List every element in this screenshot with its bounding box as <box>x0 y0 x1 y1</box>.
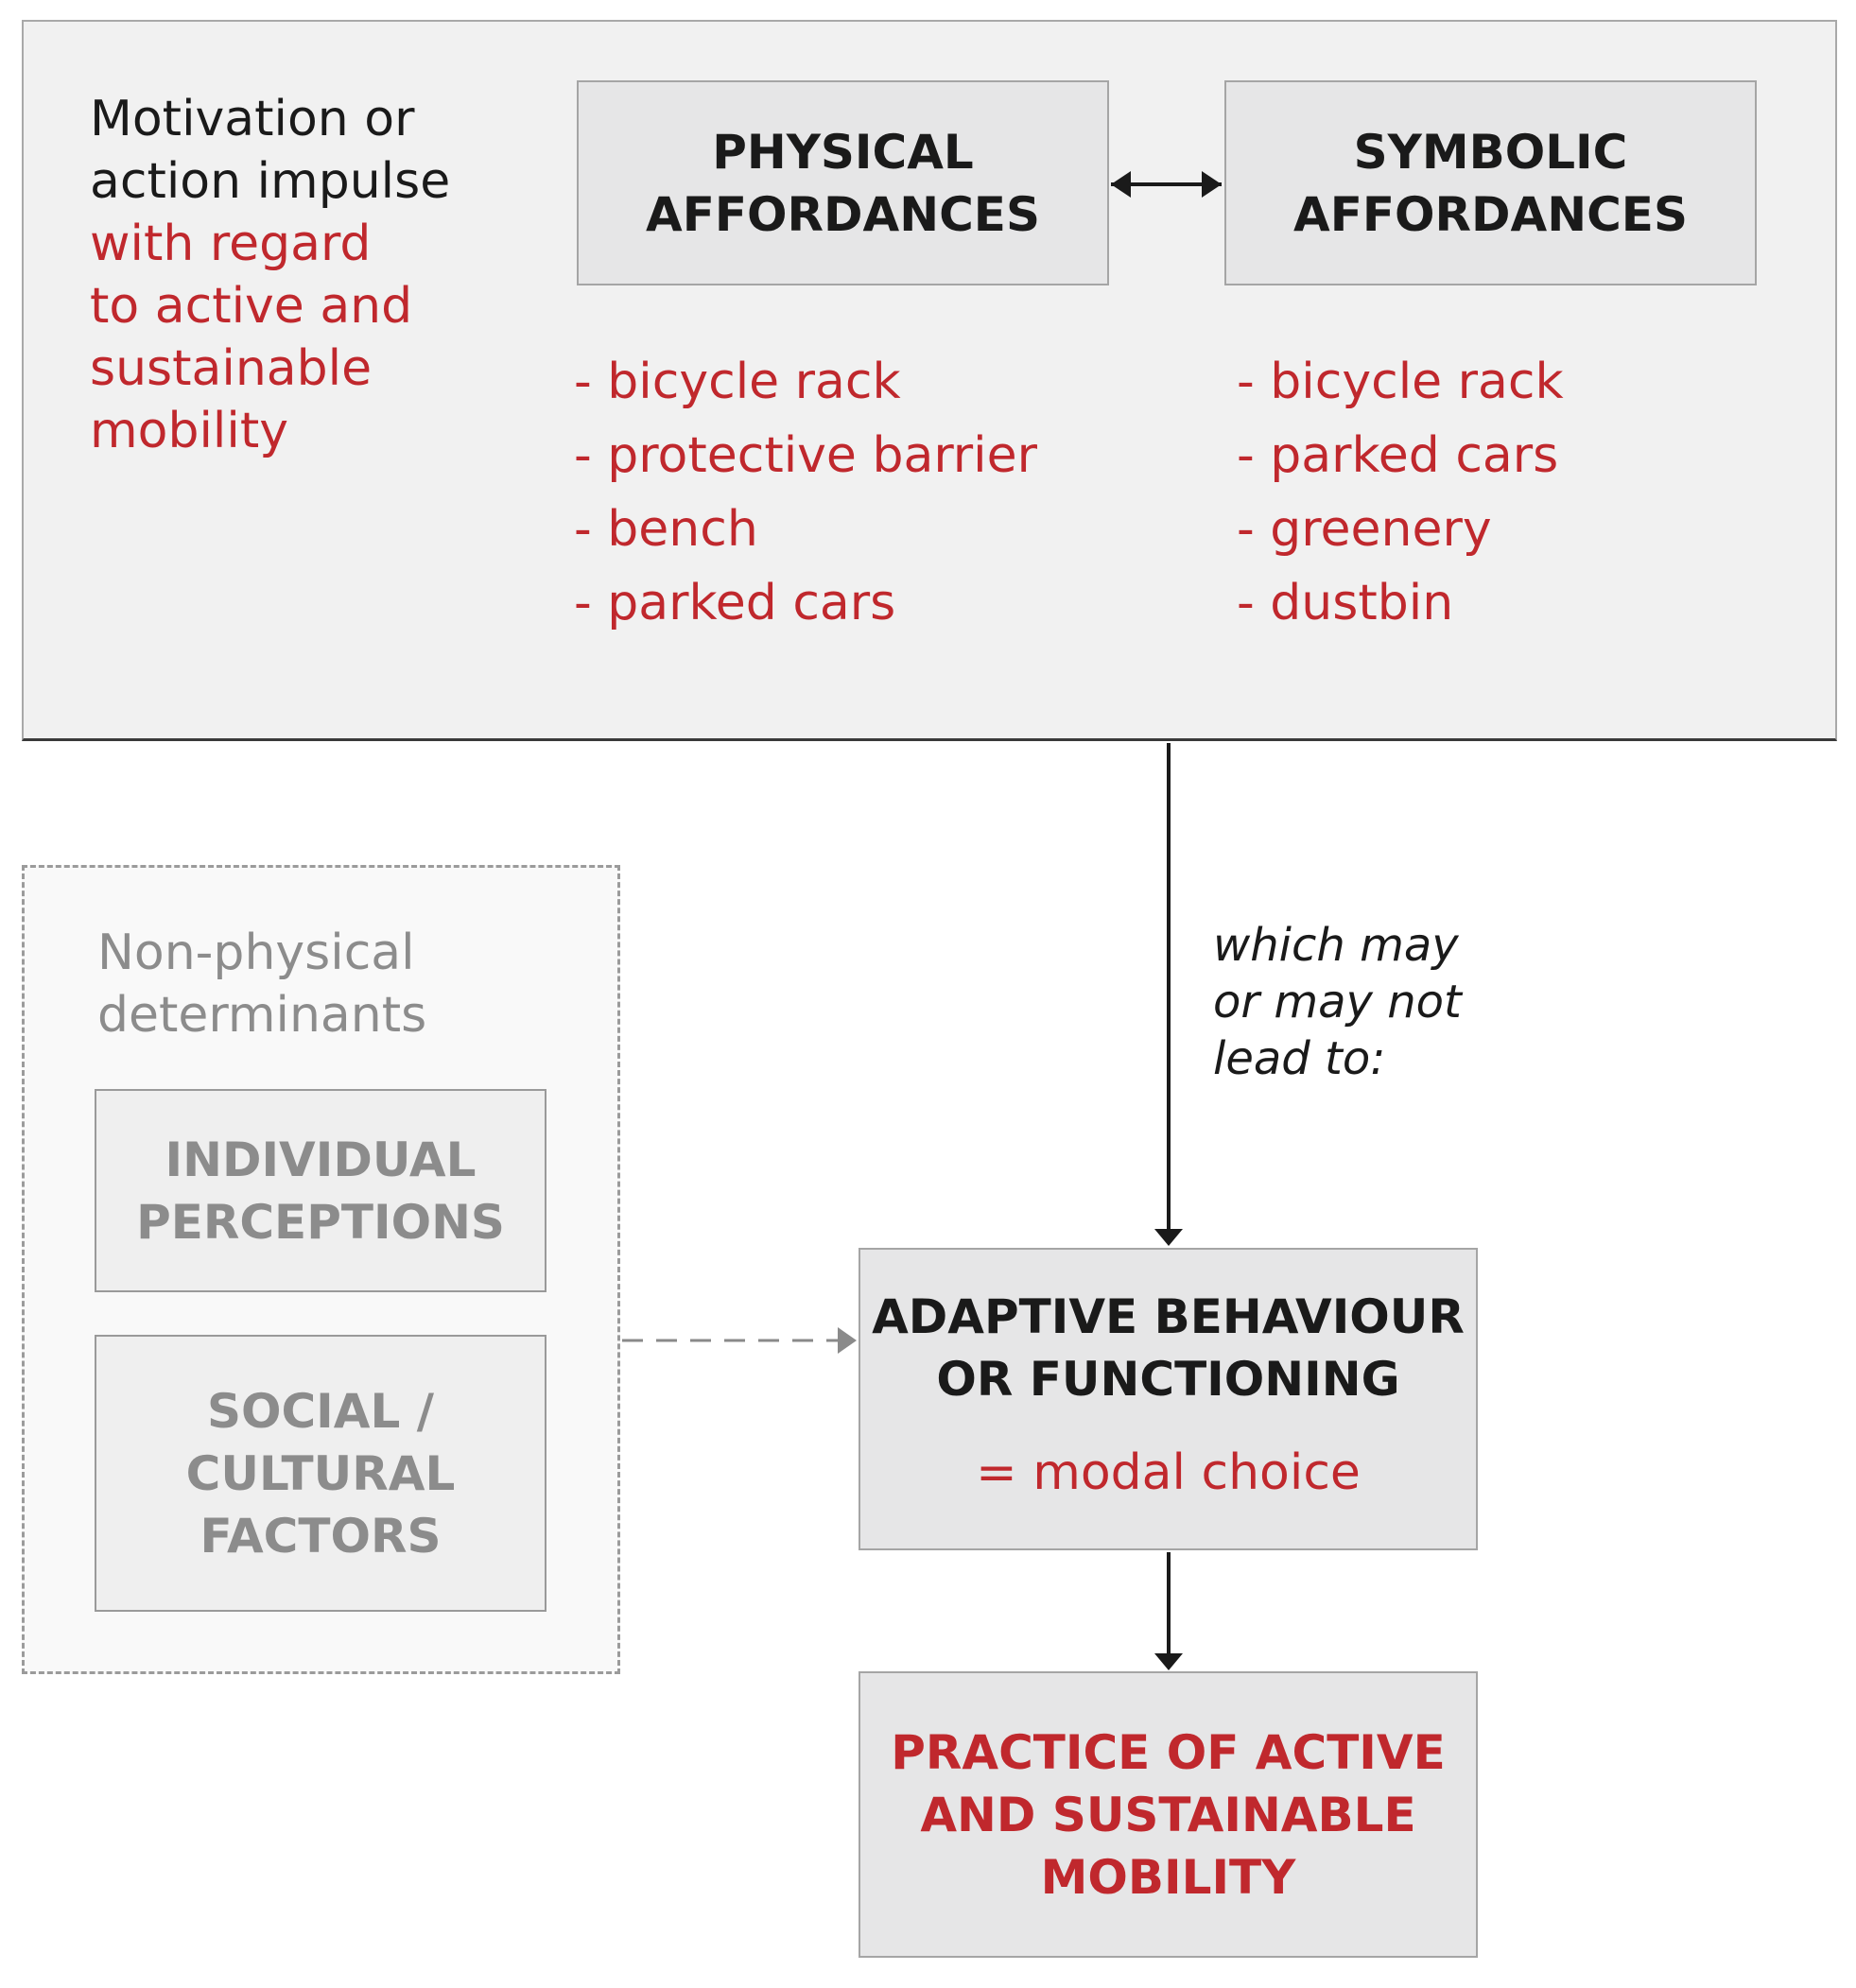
motivation-text: Motivation or action impulse with regard… <box>90 88 534 462</box>
modal-choice-label: = modal choice <box>976 1444 1361 1501</box>
practice-mobility-label: MOBILITY <box>1040 1849 1296 1905</box>
practice-mobility-label: AND SUSTAINABLE <box>920 1787 1416 1842</box>
motivation-line: action impulse <box>90 153 451 210</box>
social-cultural-label: SOCIAL / <box>206 1383 435 1439</box>
motivation-accent-line: with regard <box>90 216 372 272</box>
physical-affordances-title: PHYSICAL <box>712 124 974 180</box>
list-item: - parked cars <box>574 575 896 631</box>
list-item: - greenery <box>1237 501 1492 558</box>
symbolic-affordances-list: - bicycle rack - parked cars - greenery … <box>1237 345 1804 640</box>
practice-mobility-label: PRACTICE OF ACTIVE <box>891 1724 1446 1780</box>
connector-label-line: lead to: <box>1213 1032 1386 1085</box>
connector-label-line: or may not <box>1213 976 1462 1029</box>
dashed-arrow-non-physical <box>622 1327 857 1354</box>
motivation-line: Motivation or <box>90 91 415 147</box>
list-item: - bicycle rack <box>1237 354 1564 410</box>
social-cultural-factors-box: SOCIAL / CULTURAL FACTORS <box>95 1335 546 1612</box>
individual-perceptions-box: INDIVIDUAL PERCEPTIONS <box>95 1089 546 1292</box>
list-item: - bicycle rack <box>574 354 901 410</box>
arrow-to-practice <box>1154 1552 1183 1670</box>
social-cultural-label: FACTORS <box>199 1508 442 1564</box>
non-physical-title-line: Non-physical <box>97 925 415 981</box>
connector-label: which may or may not lead to: <box>1213 917 1497 1087</box>
physical-affordances-title: AFFORDANCES <box>646 186 1040 242</box>
symbolic-affordances-box: SYMBOLIC AFFORDANCES <box>1224 80 1757 285</box>
motivation-accent-line: to active and <box>90 278 413 335</box>
adaptive-behaviour-title: ADAPTIVE BEHAVIOUR <box>872 1289 1465 1344</box>
list-item: - parked cars <box>1237 427 1559 484</box>
practice-mobility-box: PRACTICE OF ACTIVE AND SUSTAINABLE MOBIL… <box>859 1671 1478 1958</box>
list-item: - bench <box>574 501 758 558</box>
motivation-accent-line: sustainable <box>90 340 373 397</box>
individual-perceptions-label: INDIVIDUAL <box>165 1132 477 1187</box>
symbolic-affordances-title: AFFORDANCES <box>1293 186 1688 242</box>
adaptive-behaviour-title: OR FUNCTIONING <box>936 1352 1400 1407</box>
physical-affordances-box: PHYSICAL AFFORDANCES <box>577 80 1109 285</box>
social-cultural-label: CULTURAL <box>185 1445 456 1501</box>
non-physical-determinants-title: Non-physical determinants <box>97 922 570 1046</box>
individual-perceptions-label: PERCEPTIONS <box>136 1194 505 1250</box>
double-arrow-affordances <box>1111 171 1222 198</box>
connector-label-line: which may <box>1213 919 1459 972</box>
arrow-to-adaptive <box>1154 743 1183 1246</box>
list-item: - dustbin <box>1237 575 1454 631</box>
physical-affordances-list: - bicycle rack - protective barrier - be… <box>574 345 1141 640</box>
non-physical-title-line: determinants <box>97 987 427 1044</box>
motivation-accent-line: mobility <box>90 403 288 459</box>
symbolic-affordances-title: SYMBOLIC <box>1353 124 1628 180</box>
list-item: - protective barrier <box>574 427 1037 484</box>
adaptive-behaviour-box: ADAPTIVE BEHAVIOUR OR FUNCTIONING = moda… <box>859 1248 1478 1550</box>
